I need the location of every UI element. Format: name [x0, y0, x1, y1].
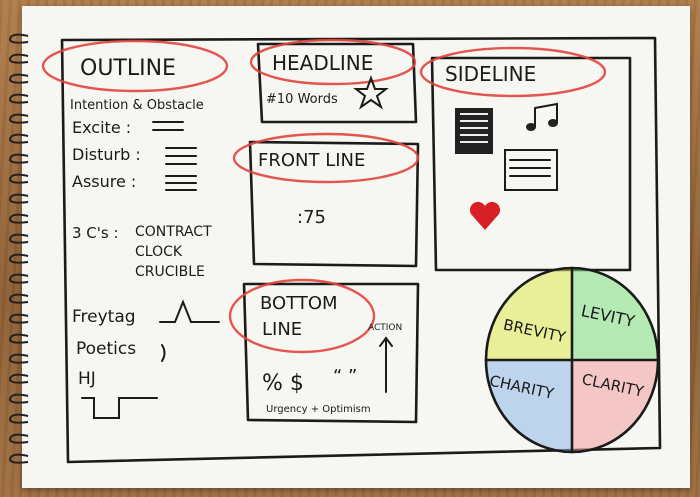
freytag-curve: [159, 299, 220, 323]
frontline-title: FRONT LINE: [258, 150, 365, 171]
levity-quadrant: [572, 268, 658, 360]
poetics-hook: [161, 344, 166, 362]
charity-quadrant: [486, 360, 572, 452]
outer-frame: [60, 36, 662, 464]
excite-label: Excite :: [72, 118, 131, 137]
document-icon: [504, 149, 558, 191]
bottomline-circle: [228, 278, 376, 354]
headline-subtitle: #10 Words: [266, 92, 338, 107]
bottomline-title-2: LINE: [262, 319, 302, 340]
bottomline-box: [242, 282, 420, 424]
bottomline-title-1: BOTTOM: [260, 293, 338, 314]
bottomline-quotes: “ ”: [333, 366, 357, 387]
hj-label: HJ: [78, 369, 96, 389]
freytag-label: Freytag: [72, 307, 136, 327]
disturb-label: Disturb :: [72, 145, 141, 164]
frontline-box: [248, 140, 420, 268]
headline-title: HEADLINE: [272, 51, 373, 75]
excite-lines: [152, 121, 184, 131]
outline-title: OUTLINE: [80, 56, 176, 81]
outline-circle: [41, 39, 229, 93]
headline-box: [256, 42, 418, 124]
assure-lines: [165, 175, 197, 191]
assure-label: Assure :: [72, 172, 136, 191]
bottomline-symbols: % $: [262, 371, 304, 396]
outline-line1: Intention & Obstacle: [70, 98, 204, 113]
clock-label: CLOCK: [135, 244, 183, 260]
phone-icon: [455, 108, 493, 154]
sideline-box: [430, 56, 632, 272]
disturb-lines: [165, 147, 197, 165]
hj-curve: [81, 397, 158, 419]
frontline-circle: [232, 132, 420, 184]
frontline-time: :75: [297, 207, 326, 228]
sideline-title: SIDELINE: [445, 62, 536, 86]
clarity-quadrant: [572, 360, 658, 452]
action-label: ACTION: [368, 323, 402, 333]
action-arrow: [379, 336, 393, 393]
music-note-icon: [526, 102, 558, 131]
three-cs-label: 3 C's :: [72, 224, 119, 242]
quadrant-circle: BREVITY LEVITY CHARITY CLARITY: [484, 266, 660, 454]
poetics-label: Poetics: [76, 339, 136, 359]
bottomline-footer: Urgency + Optimism: [266, 404, 371, 415]
contract-label: CONTRACT: [135, 224, 212, 240]
star-icon: [353, 75, 389, 110]
crucible-label: CRUCIBLE: [135, 264, 205, 280]
sideline-circle: [419, 46, 607, 98]
headline-circle: [249, 38, 417, 86]
brevity-quadrant: [486, 268, 572, 360]
spiral-binding: [8, 33, 29, 464]
heart-icon: [469, 201, 501, 230]
